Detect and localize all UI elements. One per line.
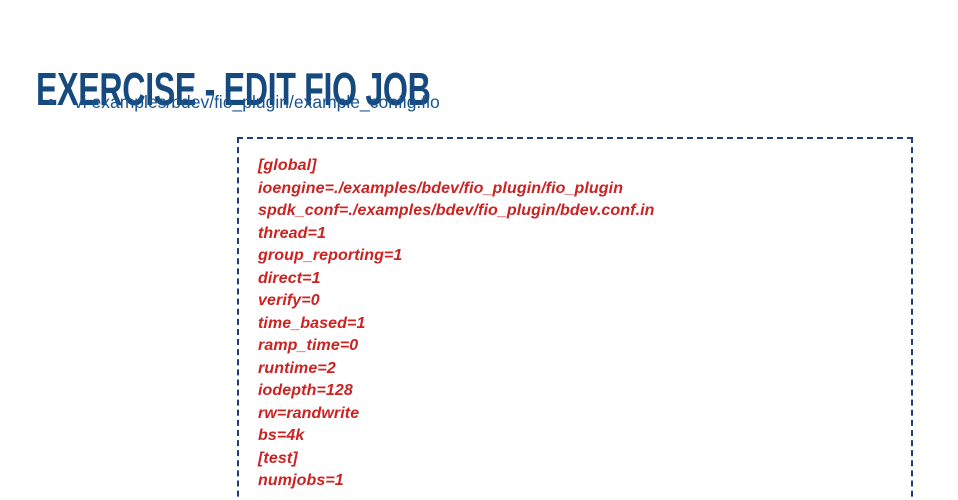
- code-line-list: [global] ioengine=./examples/bdev/fio_pl…: [258, 155, 911, 493]
- page-title: Exercise - Edit fio job: [36, 62, 431, 115]
- code-line: iodepth=128: [258, 382, 353, 399]
- code-line: verify=0: [258, 292, 320, 309]
- code-line: numjobs=1: [258, 472, 344, 489]
- code-line: [global]: [258, 157, 317, 174]
- code-line: direct=1: [258, 269, 321, 287]
- code-block-container: [global] ioengine=./examples/bdev/fio_pl…: [237, 137, 913, 500]
- code-line: group_reporting=1: [258, 247, 403, 264]
- code-line: ramp_time=0: [258, 337, 359, 354]
- code-line: bs=4k: [258, 427, 305, 444]
- code-line: time_based=1: [258, 314, 366, 332]
- list-item: • vi examples/bdev/fio_plugin/example_co…: [44, 90, 440, 114]
- bullet-item-label: vi examples/bdev/fio_plugin/example_conf…: [74, 92, 440, 112]
- code-line: runtime=2: [258, 359, 336, 377]
- code-line: rw=randwrite: [258, 404, 360, 422]
- bullet-list: • vi examples/bdev/fio_plugin/example_co…: [44, 90, 440, 114]
- code-line: [test]: [258, 449, 298, 467]
- code-line: spdk_conf=./examples/bdev/fio_plugin/bde…: [258, 202, 655, 219]
- code-line: thread=1: [258, 224, 326, 242]
- code-line: ioengine=./examples/bdev/fio_plugin/fio_…: [258, 179, 624, 197]
- bullet-marker-icon: •: [48, 92, 54, 111]
